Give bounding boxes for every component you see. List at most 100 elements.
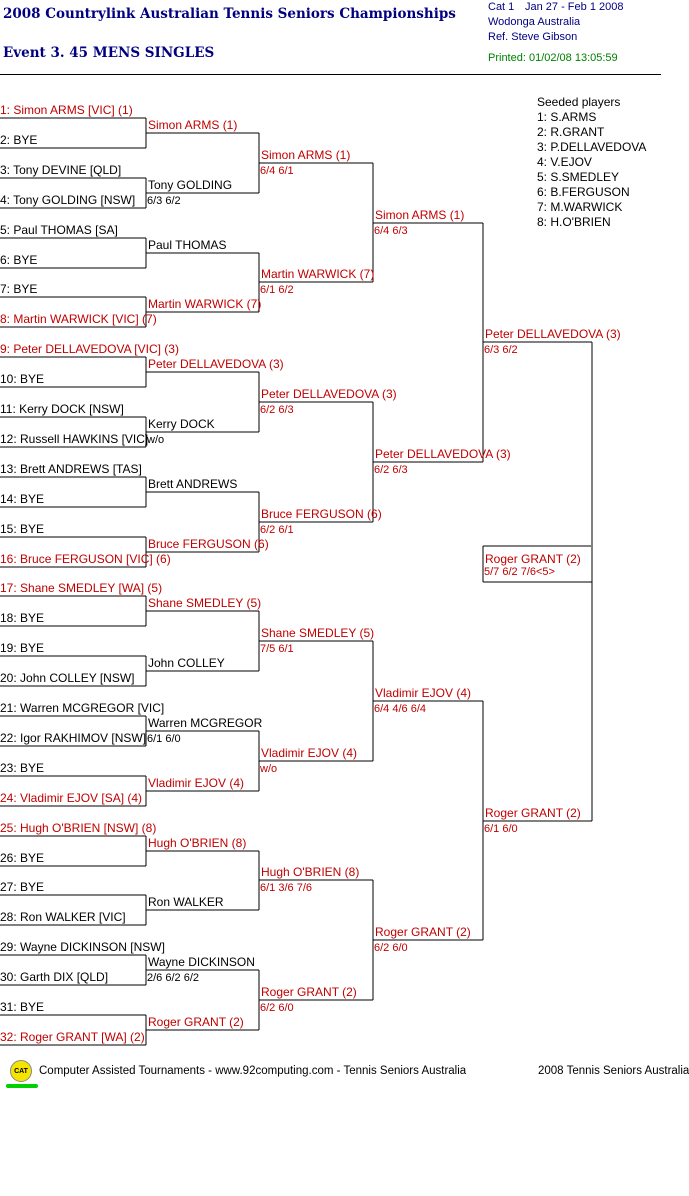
draw-entry: 20: John COLLEY [NSW] xyxy=(0,671,135,685)
match-score: 6/1 3/6 7/6 xyxy=(260,882,312,894)
winner-name: Bruce FERGUSON (6) xyxy=(261,507,382,521)
winner-name: Peter DELLAVEDOVA (3) xyxy=(148,357,284,371)
winner-name: Shane SMEDLEY (5) xyxy=(261,626,375,640)
draw-entry: 21: Warren MCGREGOR [VIC] xyxy=(0,701,165,715)
footer-credit: Computer Assisted Tournaments - www.92co… xyxy=(39,1065,467,1077)
seed-item: 8: H.O'BRIEN xyxy=(537,215,611,229)
event-title: Event 3. 45 MENS SINGLES xyxy=(3,45,215,61)
winner-name: Simon ARMS (1) xyxy=(261,148,351,162)
draw-entry: 16: Bruce FERGUSON [VIC] (6) xyxy=(0,552,171,566)
draw-entry: 3: Tony DEVINE [QLD] xyxy=(0,163,122,177)
draw-entry: 25: Hugh O'BRIEN [NSW] (8) xyxy=(0,821,157,835)
champion-name: Roger GRANT (2) xyxy=(485,552,581,566)
bracket-lines xyxy=(0,117,593,1046)
match-score: 6/2 6/0 xyxy=(374,942,408,954)
winner-name: Brett ANDREWS xyxy=(148,477,238,491)
winner-name: Peter DELLAVEDOVA (3) xyxy=(261,387,397,401)
winner-name: Tony GOLDING xyxy=(148,178,233,192)
event-dates: Jan 27 - Feb 1 2008 xyxy=(525,1,624,13)
winner-name: Kerry DOCK xyxy=(148,417,215,431)
winner-name: Warren MCGREGOR xyxy=(148,716,263,730)
draw-entry: 8: Martin WARWICK [VIC] (7) xyxy=(0,312,157,326)
winner-name: Roger GRANT (2) xyxy=(148,1015,244,1029)
draw-entry: 14: BYE xyxy=(0,492,45,506)
winner-name: Roger GRANT (2) xyxy=(261,985,357,999)
match-score: 6/2 6/0 xyxy=(260,1002,294,1014)
match-score: 6/4 6/3 xyxy=(374,225,408,237)
draw-entry: 19: BYE xyxy=(0,641,45,655)
winner-name: Roger GRANT (2) xyxy=(485,806,581,820)
winner-name: Martin WARWICK (7) xyxy=(261,267,375,281)
draw-entry: 29: Wayne DICKINSON [NSW] xyxy=(0,940,165,954)
draw-entry: 28: Ron WALKER [VIC] xyxy=(0,910,126,924)
seed-item: 6: B.FERGUSON xyxy=(537,185,630,199)
draw-entry: 31: BYE xyxy=(0,1000,45,1014)
draw-entry: 13: Brett ANDREWS [TAS] xyxy=(0,462,142,476)
page-title: 2008 Countrylink Australian Tennis Senio… xyxy=(3,6,456,22)
winner-name: Simon ARMS (1) xyxy=(148,118,238,132)
draw-entry: 1: Simon ARMS [VIC] (1) xyxy=(0,103,133,117)
match-score: 6/3 6/2 xyxy=(484,344,518,356)
match-score: 6/4 6/1 xyxy=(260,165,294,177)
draw-entry: 7: BYE xyxy=(0,282,38,296)
winner-name: Vladimir EJOV (4) xyxy=(375,686,472,700)
draw-entry: 11: Kerry DOCK [NSW] xyxy=(0,402,124,416)
draw-entry: 32: Roger GRANT [WA] (2) xyxy=(0,1030,145,1044)
winner-name: Hugh O'BRIEN (8) xyxy=(261,865,360,879)
winner-name: Shane SMEDLEY (5) xyxy=(148,596,262,610)
match-score: 6/1 6/0 xyxy=(147,733,181,745)
referee: Ref. Steve Gibson xyxy=(488,31,578,43)
match-score: 6/1 6/0 xyxy=(484,823,518,835)
seed-item: 3: P.DELLAVEDOVA xyxy=(537,140,647,154)
draw-entry: 12: Russell HAWKINS [VIC] xyxy=(0,432,149,446)
seed-item: 2: R.GRANT xyxy=(537,125,605,139)
seed-item: 1: S.ARMS xyxy=(537,110,597,124)
event-location: Wodonga Australia xyxy=(488,16,581,28)
winner-name: John COLLEY xyxy=(148,656,225,670)
match-score: 6/3 6/2 xyxy=(147,195,181,207)
winner-name: Wayne DICKINSON xyxy=(148,955,255,969)
match-score: w/o xyxy=(260,763,278,775)
final-score: 5/7 6/2 7/6<5> xyxy=(484,566,555,578)
winner-name: Vladimir EJOV (4) xyxy=(261,746,358,760)
logo-underline xyxy=(6,1084,38,1088)
seeded-heading: Seeded players xyxy=(537,95,621,109)
draw-entry: 5: Paul THOMAS [SA] xyxy=(0,223,118,237)
draw-entry: 24: Vladimir EJOV [SA] (4) xyxy=(0,791,143,805)
winner-name: Peter DELLAVEDOVA (3) xyxy=(485,327,621,341)
winner-name: Hugh O'BRIEN (8) xyxy=(148,836,247,850)
draw-entry: 9: Peter DELLAVEDOVA [VIC] (3) xyxy=(0,342,179,356)
draw-entry: 15: BYE xyxy=(0,522,45,536)
winner-name: Vladimir EJOV (4) xyxy=(148,776,245,790)
match-score: 6/2 6/3 xyxy=(374,464,408,476)
draw-entry: 4: Tony GOLDING [NSW] xyxy=(0,193,136,207)
draw-entry: 27: BYE xyxy=(0,880,45,894)
seed-item: 5: S.SMEDLEY xyxy=(537,170,620,184)
match-score: 6/4 4/6 6/4 xyxy=(374,703,426,715)
draw-entry: 17: Shane SMEDLEY [WA] (5) xyxy=(0,581,163,595)
draw-entry: 22: Igor RAKHIMOV [NSW] xyxy=(0,731,147,745)
winner-name: Bruce FERGUSON (6) xyxy=(148,537,269,551)
draw-entry: 18: BYE xyxy=(0,611,45,625)
draw-entry: 6: BYE xyxy=(0,253,38,267)
draw-entry: 26: BYE xyxy=(0,851,45,865)
header-divider xyxy=(0,74,661,75)
draw-entry: 23: BYE xyxy=(0,761,45,775)
draw-entry: 30: Garth DIX [QLD] xyxy=(0,970,109,984)
seed-item: 7: M.WARWICK xyxy=(537,200,623,214)
printed-timestamp: Printed: 01/02/08 13:05:59 xyxy=(488,52,618,64)
draw-entry: 10: BYE xyxy=(0,372,45,386)
cat-logo-icon: CAT xyxy=(10,1060,32,1082)
match-score: 6/2 6/3 xyxy=(260,404,294,416)
winner-name: Roger GRANT (2) xyxy=(375,925,471,939)
draw-entry: 2: BYE xyxy=(0,133,38,147)
match-score: 6/2 6/1 xyxy=(260,524,294,536)
winner-name: Martin WARWICK (7) xyxy=(148,297,262,311)
category-label: Cat 1 xyxy=(488,1,515,13)
seed-item: 4: V.EJOV xyxy=(537,155,592,169)
match-score: 2/6 6/2 6/2 xyxy=(147,972,199,984)
footer-copyright: 2008 Tennis Seniors Australia xyxy=(538,1065,689,1077)
match-score: w/o xyxy=(147,434,165,446)
winner-name: Paul THOMAS xyxy=(148,238,227,252)
winner-name: Ron WALKER xyxy=(148,895,224,909)
